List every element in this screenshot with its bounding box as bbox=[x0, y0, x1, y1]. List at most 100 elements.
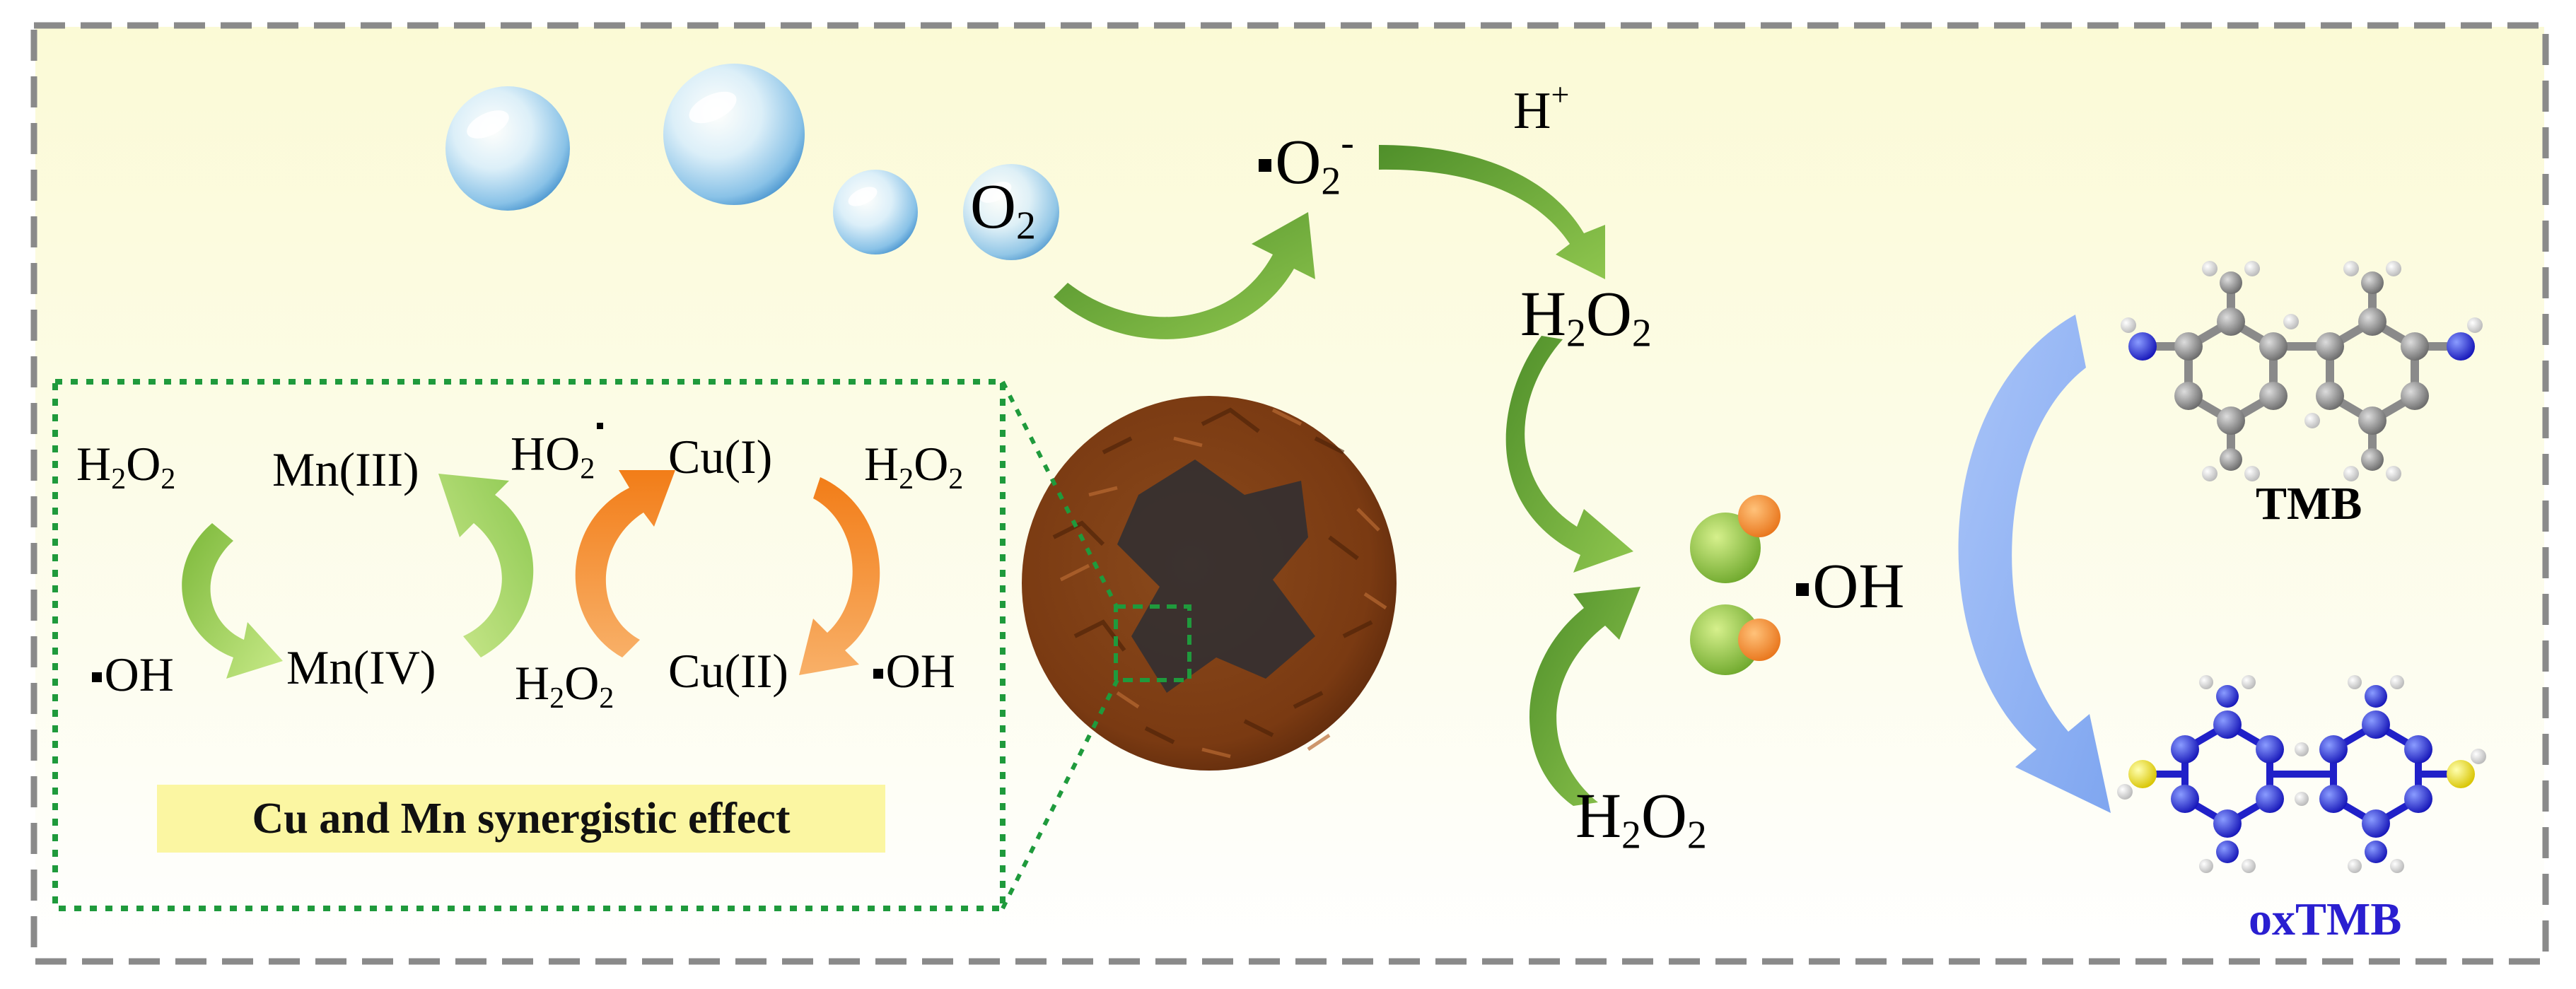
hydrogen-atom bbox=[2283, 314, 2299, 329]
carbon-atom bbox=[2358, 406, 2386, 435]
zoom-line-top bbox=[1001, 380, 1119, 609]
cu-hydroxyl-label: OH bbox=[873, 647, 955, 695]
hydrogen-atom bbox=[2244, 466, 2260, 481]
oxtmb-label: oxTMB bbox=[2249, 894, 2402, 945]
carbon-atom bbox=[2259, 332, 2287, 361]
h2o2-top-label: H2O2 bbox=[1520, 279, 1652, 356]
oxtmb-atom bbox=[2171, 735, 2199, 763]
oxtmb-atom bbox=[2171, 785, 2199, 813]
synergy-banner: Cu and Mn synergistic effect bbox=[157, 785, 885, 853]
methyl-carbon bbox=[2361, 271, 2384, 294]
oxtmb-atom bbox=[2365, 841, 2387, 863]
bubble-medium bbox=[663, 64, 805, 205]
cu1-label: Cu(I) bbox=[668, 430, 773, 484]
carbon-atom bbox=[2316, 382, 2344, 410]
hydroxyl-radical-label: OH bbox=[1796, 555, 1904, 619]
radical-orange-ball bbox=[1738, 619, 1781, 661]
bubble-highlight bbox=[467, 110, 509, 139]
atoms bbox=[2121, 261, 2483, 481]
cu-h2o2-right-label: H2O2 bbox=[864, 437, 964, 496]
oxtmb-atom bbox=[2365, 685, 2387, 708]
hydrogen-atom bbox=[2295, 792, 2309, 806]
zoom-line-bottom bbox=[1001, 679, 1119, 910]
carbon-atom bbox=[2217, 308, 2245, 336]
hydrogen-atom bbox=[2471, 749, 2486, 764]
hydrogen-atom bbox=[2117, 784, 2133, 800]
carbon-atom bbox=[2401, 332, 2429, 361]
hydroxyl-radical-molecules bbox=[1690, 495, 1781, 675]
hydrogen-atom bbox=[2244, 261, 2260, 276]
tmb-label: TMB bbox=[2256, 478, 2362, 529]
hydrogen-atom bbox=[2121, 317, 2136, 333]
arrow-tmb-to-oxtmb bbox=[1958, 315, 2111, 813]
carbon-atom bbox=[2217, 406, 2245, 435]
radical-dot-icon bbox=[1259, 158, 1271, 172]
synergy-banner-text: Cu and Mn synergistic effect bbox=[252, 794, 791, 843]
oxtmb-atom bbox=[2319, 735, 2348, 763]
carbon-atom bbox=[2358, 308, 2386, 336]
inset-box bbox=[52, 379, 1006, 911]
bubble-small bbox=[833, 170, 918, 254]
hydrogen-atom bbox=[2199, 675, 2213, 689]
mn3-label: Mn(III) bbox=[272, 443, 419, 496]
oxtmb-atom bbox=[2362, 809, 2390, 838]
arrow-o2-to-superoxide bbox=[1054, 212, 1315, 339]
hydrogen-atom bbox=[2202, 261, 2217, 276]
hydrogen-atom bbox=[2386, 261, 2401, 276]
oxtmb-atom bbox=[2216, 685, 2239, 708]
particle-core-dark bbox=[1117, 460, 1315, 693]
oxtmb-atom bbox=[2404, 735, 2432, 763]
mn4-label: Mn(IV) bbox=[286, 640, 436, 694]
nitrogen-atom bbox=[2447, 332, 2475, 361]
hydrogen-atom bbox=[2390, 675, 2404, 689]
cu-h2o2-left-label: H2O2 bbox=[515, 656, 614, 715]
cu2-label: Cu(II) bbox=[668, 644, 788, 698]
carbon-atom bbox=[2401, 382, 2429, 410]
arrow-mn4-to-mn3 bbox=[438, 474, 534, 657]
arrow-cu1-to-cu2 bbox=[799, 477, 880, 675]
hydrogen-atom bbox=[2348, 675, 2362, 689]
nanoparticle bbox=[1022, 396, 1397, 771]
superoxide-label: O2- bbox=[1259, 123, 1354, 201]
methyl-carbon bbox=[2220, 271, 2242, 294]
tmb-molecule bbox=[2121, 261, 2483, 481]
radical-dot-icon bbox=[1796, 583, 1809, 596]
oxtmb-atom bbox=[2404, 785, 2432, 813]
hydrogen-atom bbox=[2199, 859, 2213, 873]
oxtmb-atom bbox=[2213, 710, 2242, 739]
carbon-atom bbox=[2174, 382, 2203, 410]
bubble-highlight bbox=[979, 182, 1012, 203]
mn-hydroxyl-label: OH bbox=[92, 650, 174, 698]
oxtmb-atom bbox=[2319, 785, 2348, 813]
carbon-atom bbox=[2174, 332, 2203, 361]
radical-green-ball bbox=[1690, 604, 1761, 675]
oxtmb-atom bbox=[2362, 710, 2390, 739]
hydrogen-atom bbox=[2242, 675, 2256, 689]
bubble-highlight bbox=[848, 187, 878, 206]
oxtmb-yellow-atom bbox=[2128, 760, 2157, 788]
carbon-atom bbox=[2316, 332, 2344, 361]
hydrogen-atom bbox=[2390, 859, 2404, 873]
oxtmb-atom bbox=[2213, 809, 2242, 838]
arrow-h2o2-to-radical-lower bbox=[1529, 587, 1640, 806]
ho2-label: HO2 bbox=[511, 423, 603, 484]
oxtmb-molecule bbox=[2117, 675, 2486, 873]
oxtmb-atom bbox=[2256, 735, 2284, 763]
hydrogen-atom bbox=[2343, 466, 2359, 481]
arrow-superoxide-to-h2o2 bbox=[1379, 145, 1605, 279]
oxtmb-yellow-atom bbox=[2447, 760, 2475, 788]
oxtmb-atom bbox=[2216, 841, 2239, 863]
arrow-h2o2-to-radical-upper bbox=[1505, 336, 1633, 573]
methyl-carbon bbox=[2220, 448, 2242, 471]
particle-texture-light bbox=[1059, 408, 1387, 759]
bubble-large bbox=[445, 86, 570, 211]
hydrogen-atom bbox=[2202, 466, 2217, 481]
hydrogen-atom bbox=[2295, 742, 2309, 756]
hydrogen-atom bbox=[2467, 317, 2483, 333]
nitrogen-atom bbox=[2128, 332, 2157, 361]
radical-dot-icon bbox=[597, 423, 603, 429]
mn-h2o2-label: H2O2 bbox=[76, 437, 176, 496]
hydrogen-atom bbox=[2348, 859, 2362, 873]
zoom-box bbox=[1114, 604, 1191, 682]
radical-dot-icon bbox=[92, 672, 102, 682]
